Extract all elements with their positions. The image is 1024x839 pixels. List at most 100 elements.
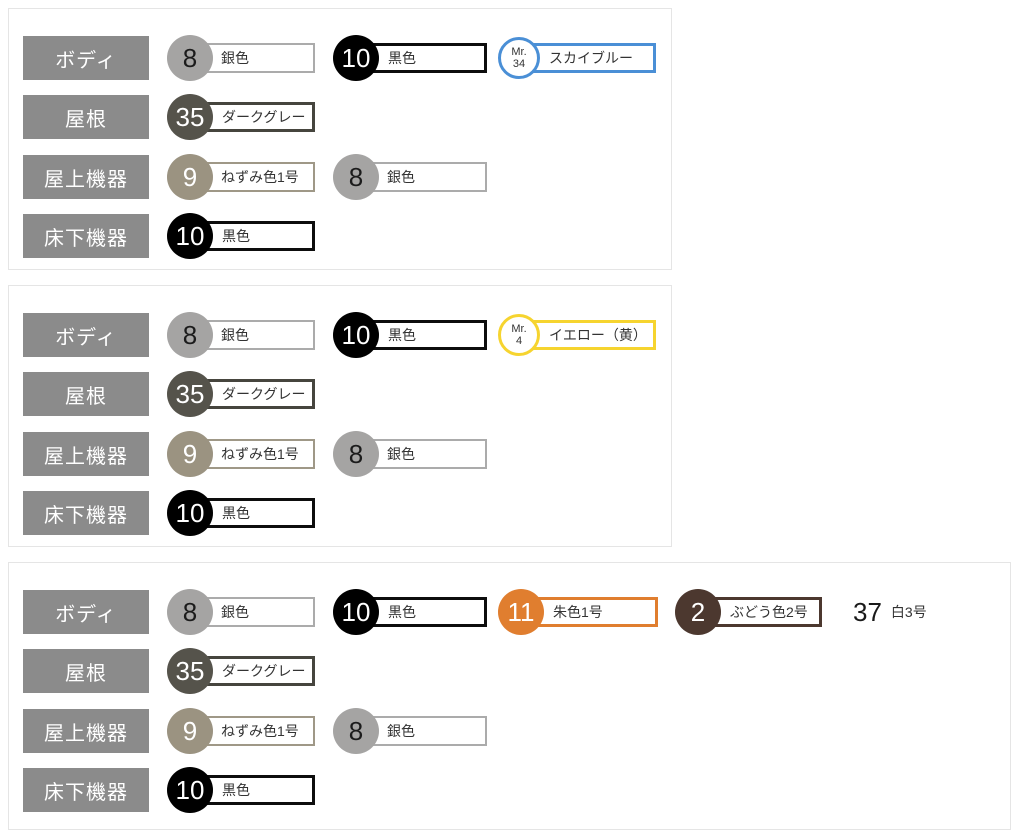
paint-name-box: ぶどう色2号 bbox=[705, 597, 822, 627]
paint-name-box: 黒色 bbox=[363, 597, 487, 627]
paint-number-badge: 9 bbox=[167, 708, 213, 754]
paint-number-text: 37 bbox=[853, 596, 882, 627]
mr-color-badge: Mr.4 bbox=[498, 314, 540, 356]
paint-number-badge: 8 bbox=[167, 312, 213, 358]
paint-number-badge: 9 bbox=[167, 154, 213, 200]
part-label: 床下機器 bbox=[23, 214, 149, 258]
paint-number-badge: 10 bbox=[333, 312, 379, 358]
part-label: 屋根 bbox=[23, 649, 149, 693]
paint-name-box: 銀色 bbox=[197, 320, 315, 350]
paint-name-box: 銀色 bbox=[363, 162, 487, 192]
part-label: 床下機器 bbox=[23, 491, 149, 535]
paint-name-box: 朱色1号 bbox=[528, 597, 658, 627]
paint-name-box: ダークグレー bbox=[197, 656, 315, 686]
paint-number-badge: 8 bbox=[333, 708, 379, 754]
part-label: ボディ bbox=[23, 313, 149, 357]
paint-number-badge: 35 bbox=[167, 648, 213, 694]
paint-item: 37 白3号 bbox=[853, 590, 927, 634]
paint-number-badge: 8 bbox=[333, 431, 379, 477]
part-label: 床下機器 bbox=[23, 768, 149, 812]
mr-number-text: 4 bbox=[515, 335, 523, 347]
mr-brand-text: Mr. bbox=[511, 45, 527, 58]
part-label: 屋上機器 bbox=[23, 709, 149, 753]
paint-name-text: 白3号 bbox=[890, 604, 927, 620]
part-label: 屋根 bbox=[23, 95, 149, 139]
part-label: ボディ bbox=[23, 590, 149, 634]
paint-number-badge: 9 bbox=[167, 431, 213, 477]
part-label: 屋上機器 bbox=[23, 432, 149, 476]
part-label: ボディ bbox=[23, 36, 149, 80]
paint-name-box: 銀色 bbox=[363, 439, 487, 469]
paint-number-badge: 10 bbox=[167, 490, 213, 536]
mr-color-badge: Mr.34 bbox=[498, 37, 540, 79]
paint-number-badge: 8 bbox=[167, 589, 213, 635]
paint-name-box: 銀色 bbox=[197, 597, 315, 627]
paint-name-box: 黒色 bbox=[363, 43, 487, 73]
paint-name-box: 銀色 bbox=[363, 716, 487, 746]
part-label: 屋根 bbox=[23, 372, 149, 416]
paint-number-badge: 10 bbox=[333, 35, 379, 81]
paint-name-box: ダークグレー bbox=[197, 102, 315, 132]
paint-name-box: 黒色 bbox=[197, 498, 315, 528]
paint-name-box: 黒色 bbox=[197, 221, 315, 251]
mr-brand-text: Mr. bbox=[511, 322, 527, 335]
paint-name-box: ねずみ色1号 bbox=[197, 162, 315, 192]
paint-number-badge: 10 bbox=[333, 589, 379, 635]
paint-number-badge: 10 bbox=[167, 767, 213, 813]
paint-name-box: 銀色 bbox=[197, 43, 315, 73]
paint-name-box: ねずみ色1号 bbox=[197, 716, 315, 746]
mr-number-text: 34 bbox=[512, 58, 526, 70]
paint-name-box: ねずみ色1号 bbox=[197, 439, 315, 469]
paint-name-box: ダークグレー bbox=[197, 379, 315, 409]
paint-number-badge: 2 bbox=[675, 589, 721, 635]
paint-number-badge: 10 bbox=[167, 213, 213, 259]
paint-name-box: 黒色 bbox=[197, 775, 315, 805]
paint-number-badge: 35 bbox=[167, 94, 213, 140]
paint-number-badge: 35 bbox=[167, 371, 213, 417]
paint-number-badge: 8 bbox=[333, 154, 379, 200]
paint-name-box: イエロー（黄） bbox=[526, 320, 656, 350]
paint-name-box: スカイブルー bbox=[526, 43, 656, 73]
paint-number-badge: 11 bbox=[498, 589, 544, 635]
paint-number-badge: 8 bbox=[167, 35, 213, 81]
part-label: 屋上機器 bbox=[23, 155, 149, 199]
paint-name-box: 黒色 bbox=[363, 320, 487, 350]
